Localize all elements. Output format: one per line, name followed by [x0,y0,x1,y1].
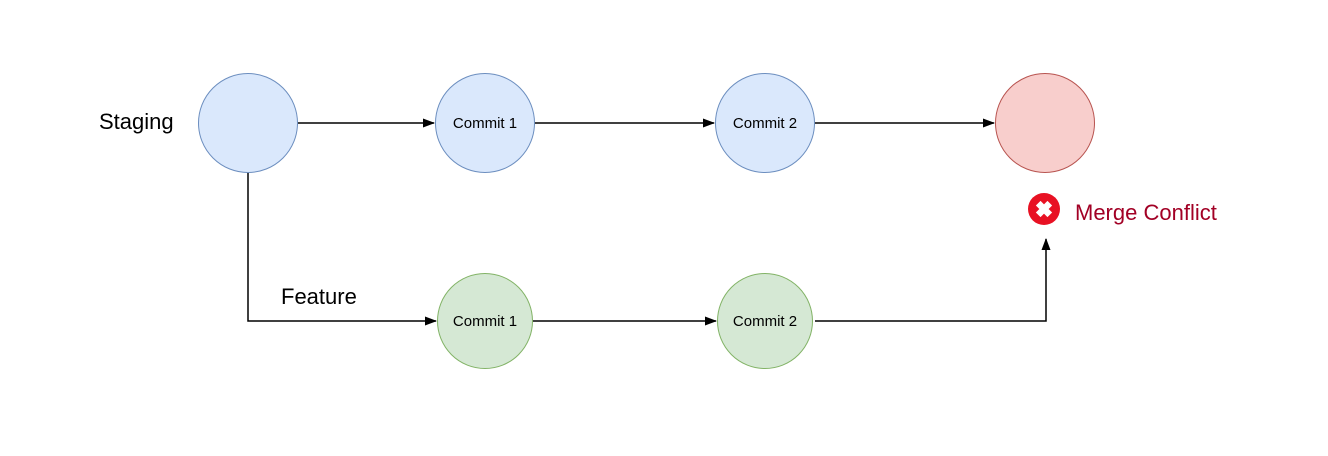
node-staging-commit-2: Commit 2 [715,73,815,173]
feature-branch-label: Feature [281,284,357,309]
node-label: Commit 2 [732,114,798,132]
node-merge-result [995,73,1095,173]
node-feature-commit-2: Commit 2 [717,273,813,369]
node-label: Commit 1 [452,312,518,330]
merge-conflict-error-icon [1028,193,1060,225]
node-feature-commit-1: Commit 1 [437,273,533,369]
node-label: Commit 1 [452,114,518,132]
staging-branch-label: Staging [99,109,174,134]
node-label: Commit 2 [732,312,798,330]
edge-feature-commit-2-to-merge-conflict [815,238,1051,322]
node-staging-start [198,73,298,173]
merge-conflict-label: Merge Conflict [1075,200,1217,225]
node-staging-commit-1: Commit 1 [435,73,535,173]
